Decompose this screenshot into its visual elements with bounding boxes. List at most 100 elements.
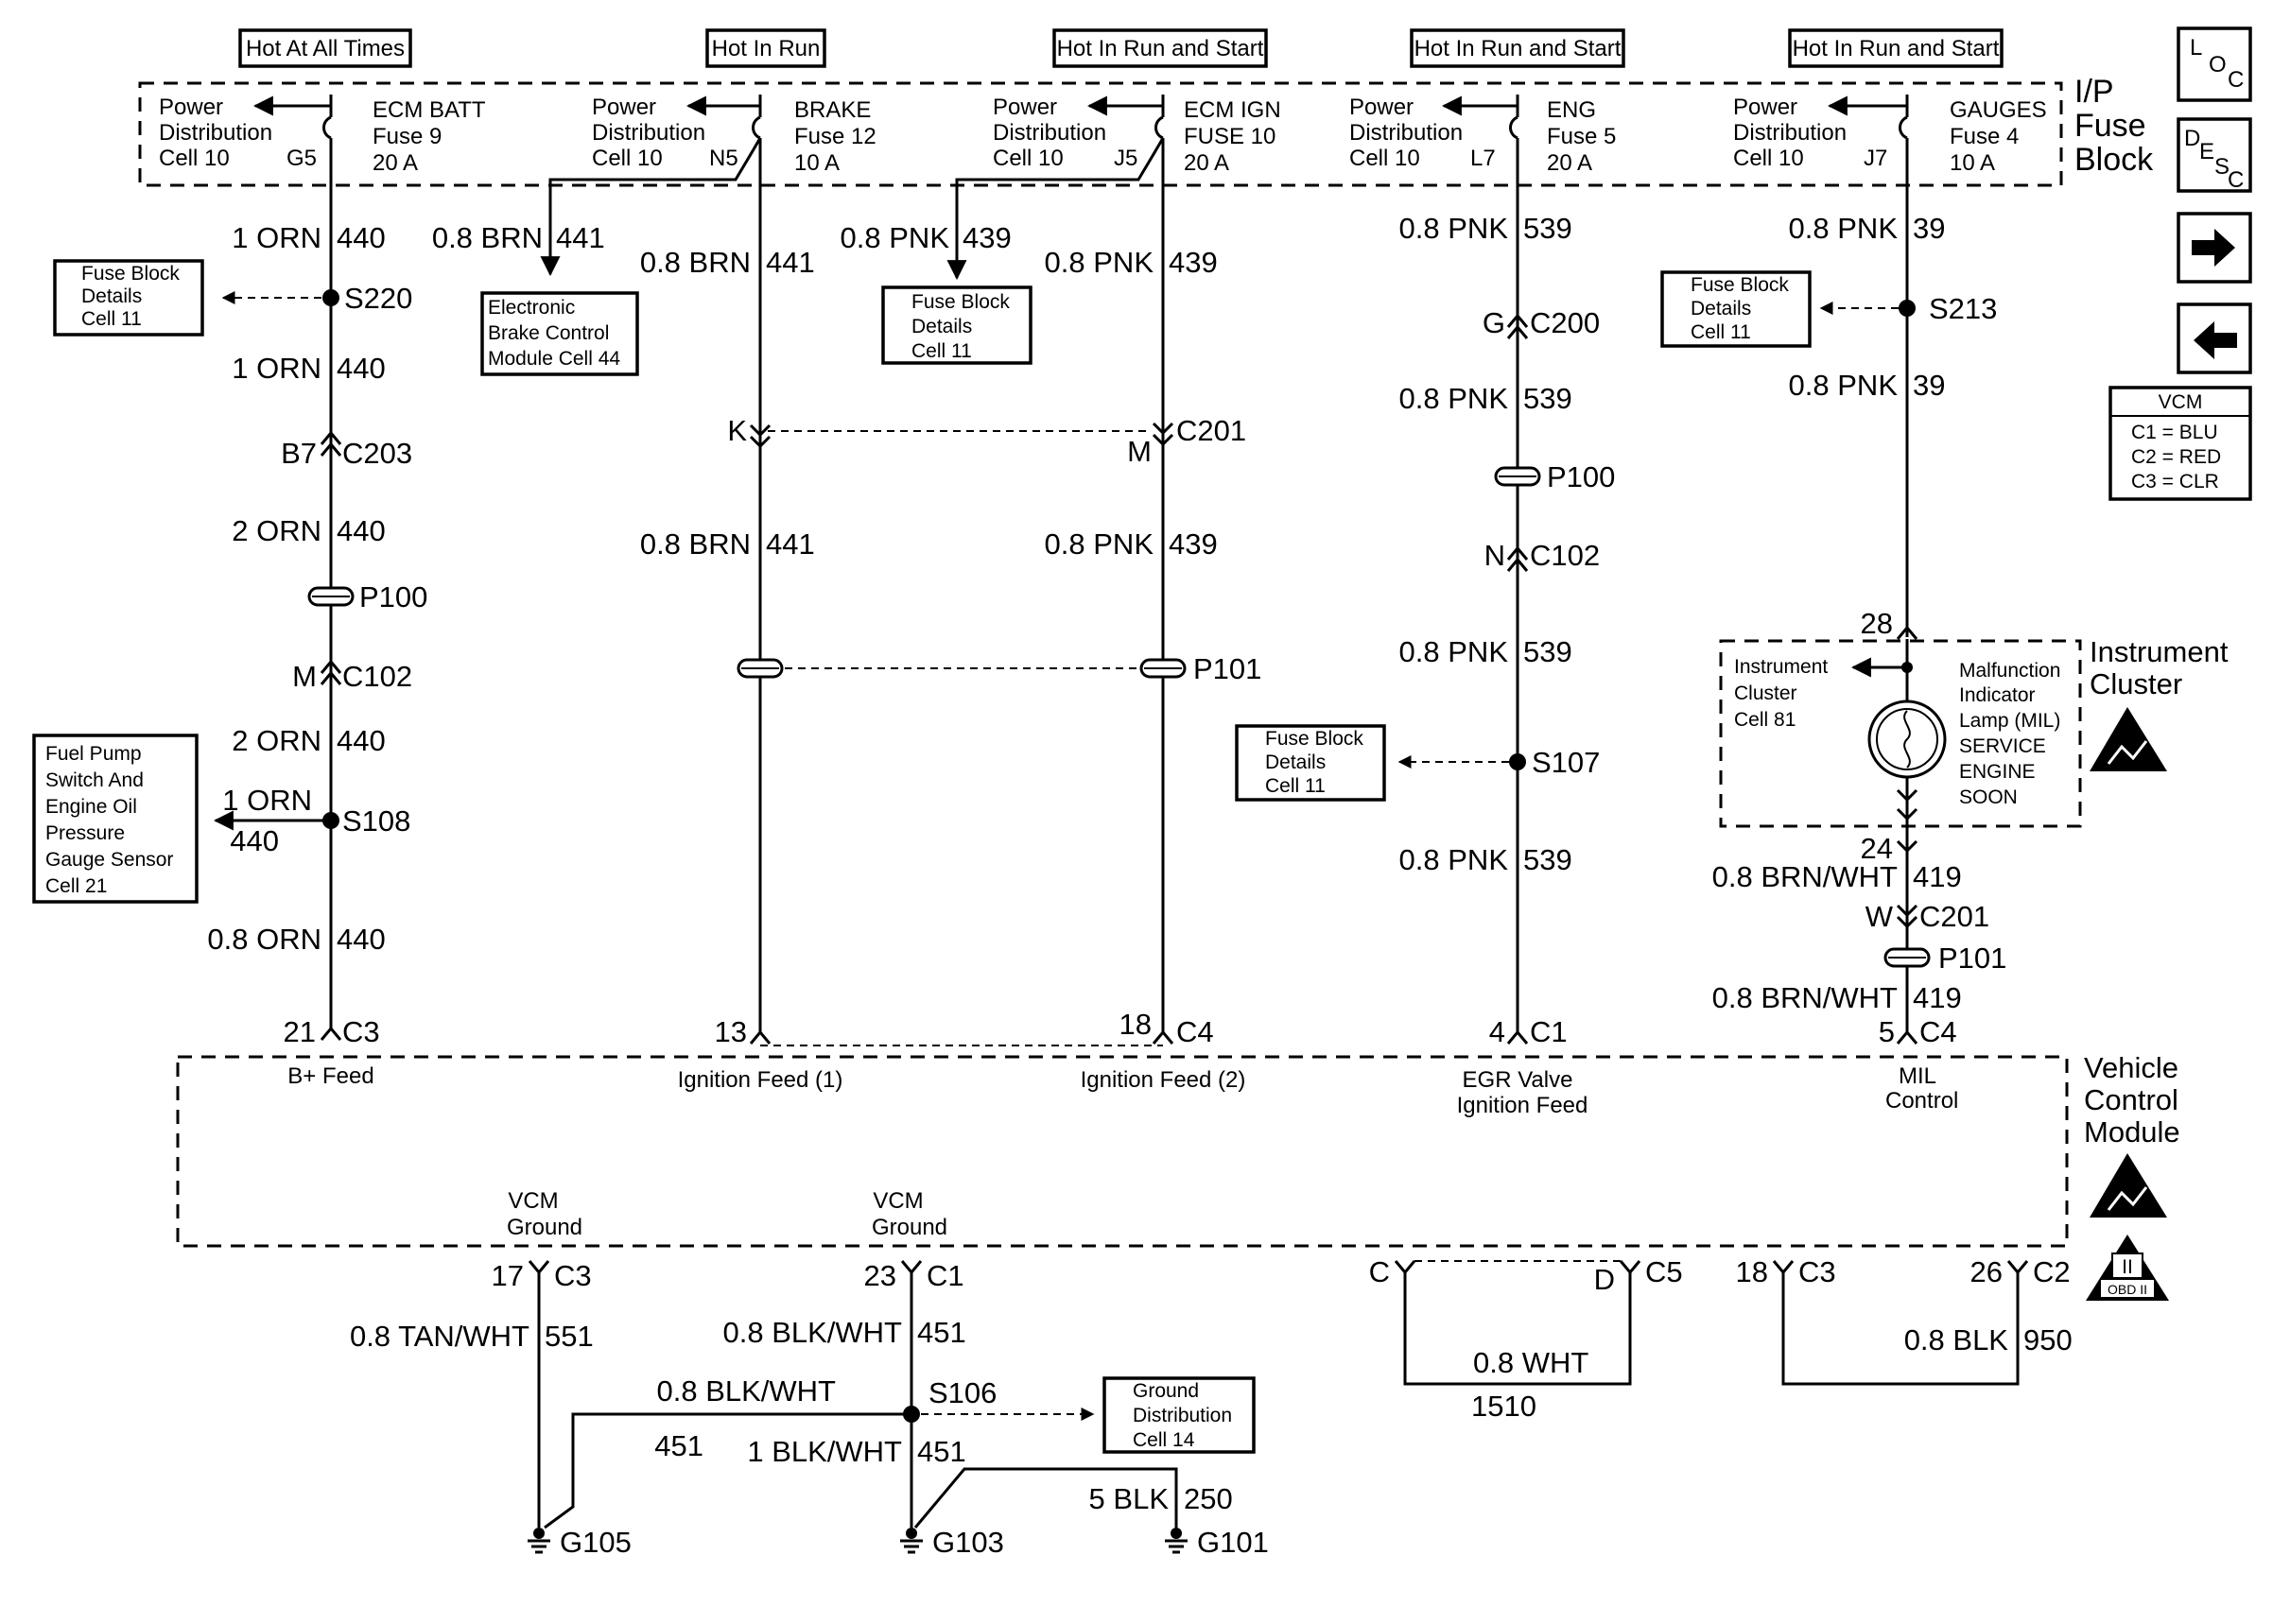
ref-box-fuse-block-details-3[interactable]: Fuse Block Details Cell 11 [1235, 724, 1386, 802]
ip-fuse-block-outline [138, 81, 2063, 187]
svg-text:10 A: 10 A [794, 150, 840, 176]
svg-text:441: 441 [766, 246, 815, 279]
svg-text:Cell 10: Cell 10 [1733, 146, 1804, 171]
ref-box-ground-distribution[interactable]: Ground Distribution Cell 14 [1102, 1376, 1256, 1454]
svg-text:Fuse Block: Fuse Block [1691, 274, 1789, 296]
vcm-bottom-pins: 17 C3 23 C1 C D C5 18 C3 26 C2 [492, 1255, 2071, 1296]
svg-text:Brake Control: Brake Control [488, 322, 609, 344]
svg-text:Power: Power [1733, 95, 1797, 120]
fuse-eng: Power Distribution Cell 10 L7 ENG Fuse 5… [1349, 95, 1616, 176]
ref-box-fuse-block-details-1[interactable]: Fuse Block Details Cell 11 [53, 259, 204, 337]
svg-text:Hot In Run and Start: Hot In Run and Start [1793, 36, 2000, 61]
svg-text:440: 440 [230, 824, 279, 857]
vcm-ground-label-1b: Ground [507, 1215, 582, 1240]
svg-text:C4: C4 [1919, 1015, 1957, 1048]
svg-text:E: E [2199, 139, 2214, 164]
svg-text:539: 539 [1523, 843, 1572, 876]
ref-box-fuse-block-details-4[interactable]: Fuse Block Details Cell 11 [1660, 270, 1812, 348]
svg-text:0.8 PNK: 0.8 PNK [1399, 212, 1509, 245]
circuit-440: 1 ORN 440 S220 1 ORN 440 B7 C203 2 ORN 4… [207, 138, 427, 1041]
svg-text:C201: C201 [1919, 900, 1989, 933]
svg-text:II: II [2122, 1256, 2133, 1278]
svg-text:Details: Details [911, 316, 972, 337]
instrument-cluster-title-2: Cluster [2090, 667, 2182, 700]
svg-text:C203: C203 [342, 437, 412, 470]
vcm-ground-label-1: VCM [508, 1188, 558, 1214]
svg-text:C: C [2228, 67, 2244, 93]
svg-text:0.8 BLK/WHT: 0.8 BLK/WHT [657, 1374, 837, 1408]
svg-text:Indicator: Indicator [1959, 684, 2036, 706]
svg-text:Fuse 4: Fuse 4 [1950, 124, 2019, 149]
svg-text:Power: Power [592, 95, 656, 120]
connector-c203 [320, 430, 342, 457]
svg-text:C102: C102 [1530, 539, 1600, 572]
desc-icon[interactable]: D E S C [2177, 117, 2252, 193]
svg-text:G5: G5 [286, 146, 317, 171]
svg-text:Fuse 5: Fuse 5 [1547, 124, 1616, 149]
svg-text:Hot In Run: Hot In Run [712, 36, 821, 61]
power-label-hot-in-run: Hot In Run [705, 28, 826, 68]
svg-text:C102: C102 [342, 660, 412, 693]
ref-box-fuel-pump[interactable]: Fuel Pump Switch And Engine Oil Pressure… [32, 734, 199, 904]
svg-text:1 BLK/WHT: 1 BLK/WHT [747, 1435, 902, 1468]
svg-text:1510: 1510 [1471, 1390, 1536, 1423]
splice-s107 [1509, 753, 1526, 770]
svg-text:539: 539 [1523, 635, 1572, 668]
vcm-ground-label-2: VCM [873, 1188, 923, 1214]
svg-text:SOON: SOON [1959, 786, 2018, 808]
circuit-950: 0.8 BLK 950 [1781, 1272, 2073, 1386]
svg-text:M: M [292, 660, 317, 693]
vcm-input-egr-valve-2: Ignition Feed [1457, 1093, 1588, 1118]
vcm-connector-legend: VCM C1 = BLU C2 = RED C3 = CLR [2108, 386, 2252, 501]
ref-box-fuse-block-details-2[interactable]: Fuse Block Details Cell 11 [881, 285, 1032, 365]
arrow-right-icon[interactable] [2177, 212, 2252, 284]
svg-text:Power: Power [993, 95, 1057, 120]
svg-text:13: 13 [715, 1015, 747, 1048]
svg-text:Details: Details [1691, 298, 1751, 320]
ground-g105: G105 [528, 1526, 632, 1559]
svg-text:Instrument: Instrument [1734, 656, 1828, 678]
svg-text:0.8 PNK: 0.8 PNK [1399, 382, 1509, 415]
svg-text:440: 440 [337, 724, 386, 757]
svg-text:Fuse Block: Fuse Block [1265, 728, 1363, 750]
svg-text:439: 439 [963, 221, 1012, 254]
svg-text:26: 26 [1970, 1255, 2003, 1288]
svg-text:Gauge Sensor: Gauge Sensor [45, 849, 173, 871]
vcm-title-2: Control [2084, 1083, 2178, 1116]
arrow-left-icon[interactable] [2177, 302, 2252, 374]
svg-text:Details: Details [1265, 752, 1326, 773]
vcm-input-ignition-feed-2: Ignition Feed (2) [1081, 1067, 1246, 1093]
svg-text:C2: C2 [2033, 1255, 2071, 1288]
svg-text:Fuse Block: Fuse Block [81, 263, 180, 285]
vcm-input-ignition-feed-1: Ignition Feed (1) [678, 1067, 843, 1093]
instrument-cluster-internal: Instrument Cluster Cell 81 Malfunction I… [1734, 639, 2060, 824]
svg-text:G103: G103 [932, 1526, 1004, 1559]
svg-text:D: D [2184, 126, 2200, 151]
svg-text:C3: C3 [342, 1015, 380, 1048]
svg-text:C200: C200 [1530, 306, 1600, 339]
vcm-top-pins: 21 C3 13 18 C4 4 C1 5 C4 [284, 1008, 1957, 1048]
svg-text:0.8 BRN/WHT: 0.8 BRN/WHT [1712, 981, 1898, 1014]
svg-text:G105: G105 [560, 1526, 632, 1559]
svg-text:Module Cell 44: Module Cell 44 [488, 348, 620, 370]
svg-text:ECM IGN: ECM IGN [1184, 97, 1281, 123]
svg-text:Electronic: Electronic [488, 297, 575, 319]
svg-text:0.8 BRN: 0.8 BRN [640, 527, 751, 561]
svg-text:Cell 11: Cell 11 [81, 308, 142, 330]
svg-text:5: 5 [1879, 1015, 1895, 1048]
svg-text:23: 23 [864, 1259, 896, 1292]
power-label-hot-at-all-times: Hot At All Times [238, 28, 412, 68]
svg-text:VCM: VCM [2159, 391, 2203, 413]
svg-text:ENG: ENG [1547, 97, 1596, 123]
loc-icon[interactable]: L O C [2177, 26, 2252, 102]
svg-text:1 ORN: 1 ORN [232, 352, 321, 385]
svg-text:BRAKE: BRAKE [794, 97, 871, 123]
svg-text:M: M [1127, 435, 1152, 468]
svg-text:C3: C3 [1798, 1255, 1836, 1288]
ref-box-ebcm[interactable]: Electronic Brake Control Module Cell 44 [480, 291, 639, 376]
svg-text:0.8 PNK: 0.8 PNK [841, 221, 950, 254]
svg-text:Cluster: Cluster [1734, 682, 1797, 704]
svg-text:G: G [1483, 306, 1505, 339]
svg-text:20 A: 20 A [1184, 150, 1229, 176]
svg-text:4: 4 [1489, 1015, 1505, 1048]
